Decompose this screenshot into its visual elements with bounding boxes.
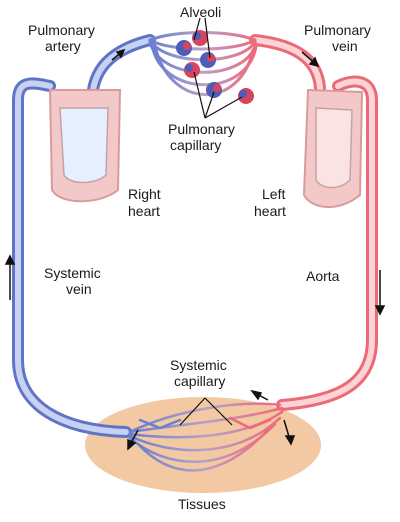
alveoli-cluster: [176, 30, 254, 104]
tissues-label: Tissues: [178, 496, 226, 512]
pulmonary-vein-label-line1: Pulmonary: [304, 22, 371, 38]
aorta-label: Aorta: [306, 268, 340, 284]
left-heart: [302, 88, 364, 208]
alveoli-label: Alveoli: [180, 4, 222, 20]
pulmonary-capillary-label-line1: Pulmonary: [168, 121, 235, 137]
pulmonary-vein-label-line2: vein: [332, 38, 358, 54]
systemic-capillary-label-line1: Systemic: [170, 357, 227, 373]
tissue-bed: [85, 397, 321, 493]
left-heart-label-line2: heart: [254, 203, 286, 219]
right-heart: [48, 89, 122, 203]
systemic-capillary-network: [128, 402, 284, 472]
right-heart-label-line1: Right: [128, 186, 161, 202]
pulmonary-artery-label-line1: Pulmonary: [28, 22, 95, 38]
pulmonary-capillary-label-line2: capillary: [170, 137, 222, 153]
leader-lines: [179, 17, 243, 426]
systemic-vein-label-line2: vein: [66, 281, 92, 297]
systemic-vein-label-line1: Systemic: [44, 265, 101, 281]
flow-arrows: [4, 48, 386, 451]
pulmonary-artery-label-line2: artery: [45, 38, 81, 54]
right-heart-label-line2: heart: [128, 203, 160, 219]
systemic-capillary-label-line2: capillary: [174, 373, 226, 389]
left-heart-label-line1: Left: [262, 186, 286, 202]
